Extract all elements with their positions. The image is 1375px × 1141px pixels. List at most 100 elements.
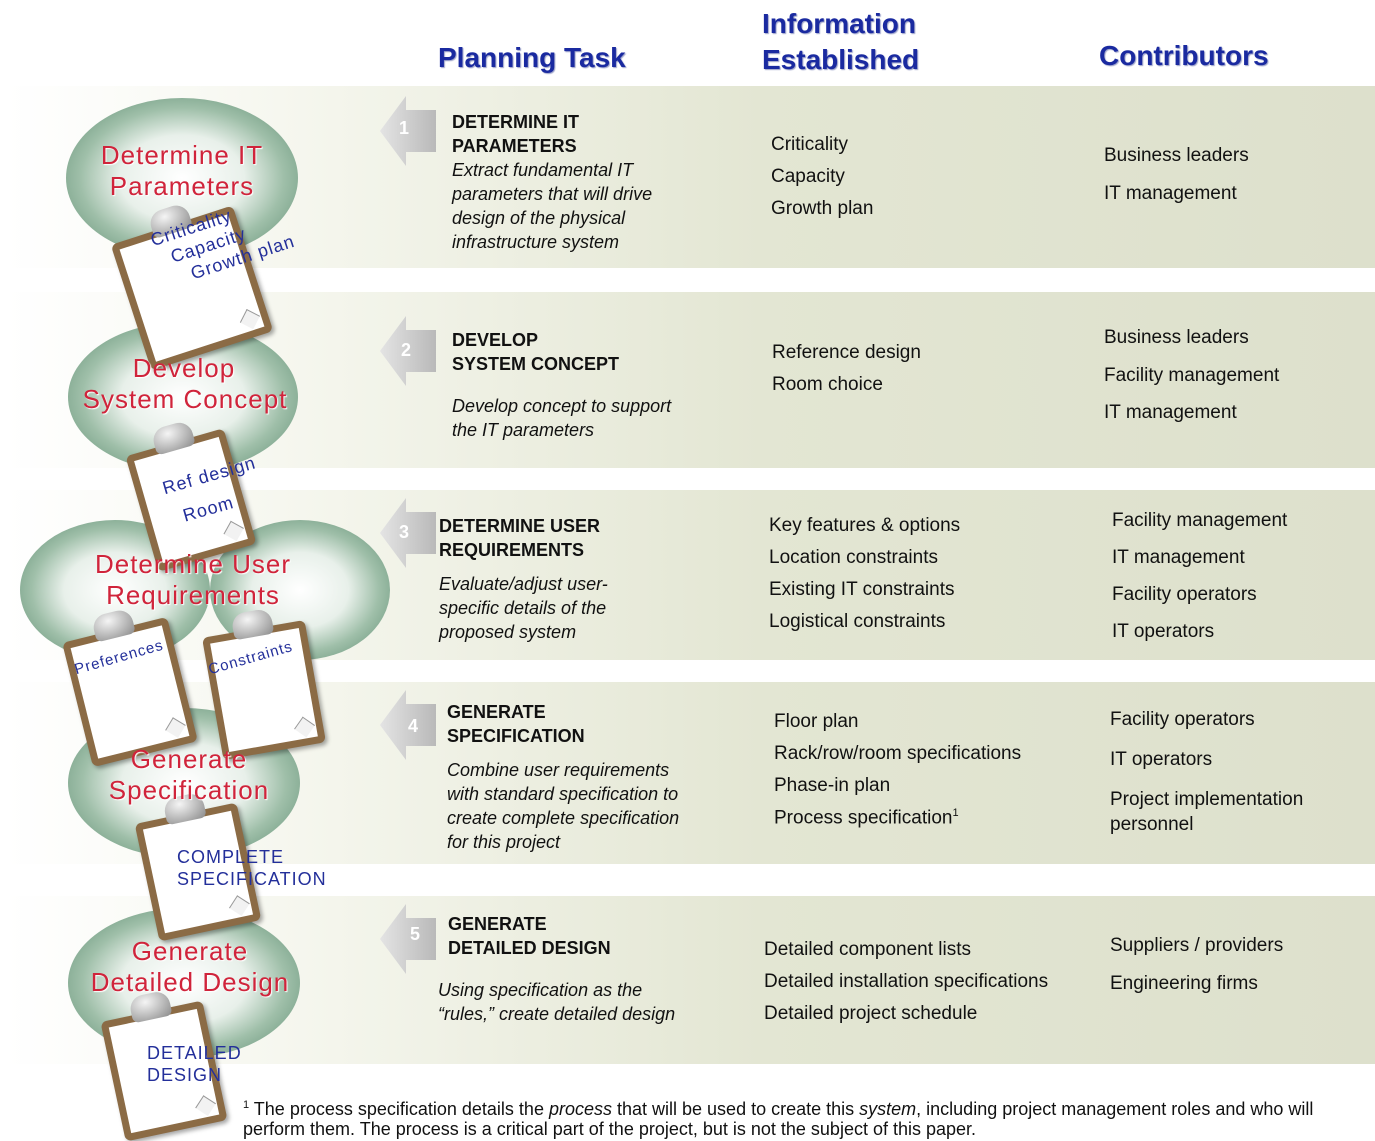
- task-3-desc-line: Evaluate/adjust user-: [439, 574, 608, 594]
- task-4-desc-line: with standard specification to: [447, 784, 679, 804]
- task-5-title-line2: DETAILED DESIGN: [448, 938, 611, 958]
- clipboard-line: COMPLETE: [177, 847, 285, 867]
- info-item: Criticality: [771, 134, 849, 155]
- task-2-desc-line: Develop concept to support: [452, 396, 672, 416]
- step-3-arrow-icon: [380, 498, 436, 568]
- clipboard-4-text: COMPLETE SPECIFICATION: [177, 846, 327, 890]
- task-4-desc-line: create complete specification: [447, 808, 680, 828]
- stage-label-line: Parameters: [109, 171, 255, 201]
- header-planning-task: Planning Task: [438, 42, 626, 73]
- step-2-arrow-icon: [380, 316, 436, 386]
- stage-label-line: Determine User: [94, 549, 292, 579]
- contributor-item: Engineering firms: [1110, 973, 1258, 994]
- contributor-item: IT operators: [1110, 749, 1213, 770]
- footnote: 1 The process specification details the …: [243, 1095, 1353, 1139]
- task-1-desc-line: design of the physical: [452, 208, 626, 228]
- task-4-title-line1: GENERATE: [447, 702, 546, 722]
- task-2-desc-line: the IT parameters: [452, 420, 595, 440]
- contributor-item: Business leaders: [1104, 145, 1249, 166]
- info-item: Growth plan: [771, 198, 874, 219]
- clipboard-5-text: DETAILED DESIGN: [147, 1042, 242, 1086]
- task-1-desc-line: Extract fundamental IT: [452, 160, 634, 180]
- header-information-line1: Information: [762, 8, 916, 39]
- step-1-arrow-icon: [380, 96, 436, 166]
- info-item: Rack/row/room specifications: [774, 743, 1022, 764]
- stage-label-line: Generate: [131, 936, 249, 966]
- contributor-item: IT management: [1112, 547, 1245, 568]
- task-3-title-line1: DETERMINE USER: [439, 516, 601, 536]
- task-1: DETERMINE IT PARAMETERS Extract fundamen…: [452, 110, 752, 254]
- task-3-desc-line: specific details of the: [439, 598, 607, 618]
- stage-label-line: Develop: [132, 353, 236, 383]
- info-item: Detailed component lists: [764, 939, 971, 960]
- info-item: Process specification: [774, 807, 953, 829]
- task-1-desc-line: parameters that will drive: [452, 184, 653, 204]
- contributor-item: Facility operators: [1112, 584, 1257, 605]
- contributor-item: Suppliers / providers: [1110, 935, 1284, 956]
- footnote-emphasis: system: [859, 1099, 917, 1119]
- info-item: Key features & options: [769, 515, 961, 536]
- header-information-line2: Established: [762, 44, 920, 75]
- contributor-item: Facility management: [1104, 365, 1280, 386]
- contributor-item: IT management: [1104, 183, 1237, 204]
- footnote-emphasis: process: [548, 1099, 612, 1119]
- clipboard-line: DESIGN: [147, 1065, 223, 1085]
- task-2-title-line2: SYSTEM CONCEPT: [452, 354, 620, 374]
- step-4-arrow-icon: [380, 690, 436, 760]
- step-5-arrow-icon: [380, 904, 436, 974]
- clipboard-line: DETAILED: [147, 1043, 242, 1063]
- info-item: Logistical constraints: [769, 611, 946, 632]
- info-item: Location constraints: [769, 547, 938, 568]
- task-3: DETERMINE USER REQUIREMENTS Evaluate/adj…: [439, 514, 739, 644]
- task-1-title-line1: DETERMINE IT: [452, 112, 580, 132]
- footnote-text: The process specification details the: [249, 1099, 549, 1119]
- task-4: GENERATE SPECIFICATION Combine user requ…: [447, 700, 747, 854]
- contributor-item: Business leaders: [1104, 327, 1249, 348]
- task-2: DEVELOP SYSTEM CONCEPT Develop concept t…: [452, 328, 752, 442]
- task-4-title-line2: SPECIFICATION: [447, 726, 585, 746]
- clipboard-line: SPECIFICATION: [177, 869, 327, 889]
- task-5-title-line1: GENERATE: [448, 914, 547, 934]
- step-3-number: 3: [399, 522, 410, 542]
- step-5-number: 5: [410, 924, 421, 944]
- step-2-number: 2: [401, 340, 412, 360]
- task-2-title-line1: DEVELOP: [452, 330, 539, 350]
- info-item-with-footnote: Process specification1: [774, 807, 959, 829]
- task-5-desc-line: “rules,” create detailed design: [438, 1004, 676, 1024]
- stage-label-line: Detailed Design: [90, 967, 290, 997]
- step-1-number: 1: [399, 118, 410, 138]
- info-item: Phase-in plan: [774, 775, 891, 796]
- contributor-item: IT management: [1104, 402, 1237, 423]
- contributor-item: IT operators: [1112, 621, 1215, 642]
- task-4-desc-line: Combine user requirements: [447, 760, 670, 780]
- task-3-desc-line: proposed system: [439, 622, 577, 642]
- stage-label-line: Requirements: [106, 580, 280, 610]
- info-item: Detailed project schedule: [764, 1003, 978, 1024]
- info-item: Floor plan: [774, 711, 859, 732]
- contributor-item: Facility management: [1112, 510, 1288, 531]
- info-item: Capacity: [771, 166, 845, 187]
- task-1-desc-line: infrastructure system: [452, 232, 620, 252]
- clipboard-icon: [202, 607, 326, 761]
- stage-label-line: Determine IT: [100, 140, 264, 170]
- step-4-number: 4: [408, 716, 419, 736]
- info-item: Reference design: [772, 342, 921, 363]
- info-item: Detailed installation specifications: [764, 971, 1049, 992]
- task-1-title-line2: PARAMETERS: [452, 136, 577, 156]
- info-item: Room choice: [772, 374, 883, 395]
- stage-label-line: System Concept: [82, 384, 288, 414]
- task-5-desc-line: Using specification as the: [438, 980, 643, 1000]
- info-item: Existing IT constraints: [769, 579, 955, 600]
- footnote-marker: 1: [952, 807, 959, 819]
- header-contributors: Contributors: [1099, 40, 1269, 71]
- contributor-item: personnel: [1110, 814, 1194, 835]
- task-5: GENERATE DETAILED DESIGN Using specifica…: [438, 912, 758, 1026]
- contributor-item: Facility operators: [1110, 709, 1255, 730]
- footnote-number: 1: [243, 1099, 250, 1111]
- stage-label-line: Generate: [130, 744, 248, 774]
- stage-label-line: Specification: [108, 775, 270, 805]
- task-4-desc-line: for this project: [447, 832, 561, 852]
- footnote-text: that will be used to create this: [612, 1099, 860, 1119]
- task-3-title-line2: REQUIREMENTS: [439, 540, 585, 560]
- contributor-item: Project implementation: [1110, 789, 1304, 810]
